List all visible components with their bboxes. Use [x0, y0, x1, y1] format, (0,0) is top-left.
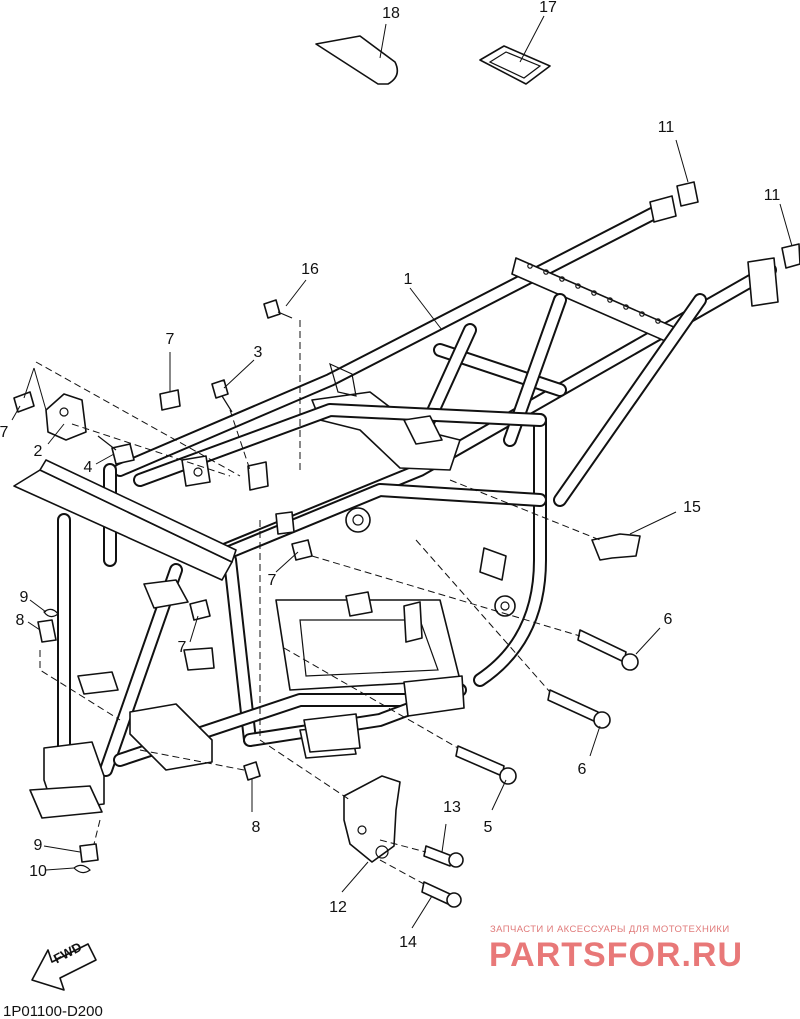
crossmember-holes [527, 263, 661, 324]
part-9-clip-top [43, 608, 59, 618]
phantom-lines [35, 320, 601, 885]
callout-11b: 11 [763, 187, 781, 204]
callout-15: 15 [683, 499, 701, 516]
callout-10: 8 [251, 819, 261, 836]
part-4-bolt [111, 443, 135, 465]
part-11-cap-left [676, 181, 699, 207]
callout-7d: 7 [177, 639, 187, 656]
part-6-bolt-b [547, 689, 599, 723]
callout-7a: 7 [165, 331, 175, 348]
part-6-bolt-a [577, 629, 627, 663]
part-17-emblem [479, 45, 551, 85]
callout-13: 13 [443, 799, 461, 816]
part-15-bracket [591, 533, 641, 561]
watermark-tagline: ЗАПЧАСТИ И АКСЕССУАРЫ ДЛЯ МОТОТЕХНИКИ [490, 924, 730, 935]
callout-14: 14 [399, 934, 417, 951]
part-16-bolt [263, 299, 281, 319]
callout-11a: 11 [657, 119, 675, 136]
callout-1: 1 [403, 271, 413, 288]
part-8-rubber-top [37, 619, 57, 643]
part-9-clip-bottom [73, 864, 91, 874]
part-1-frame [13, 195, 779, 819]
callout-5: 5 [483, 819, 493, 836]
part-7-collar-c [189, 599, 211, 621]
callout-18: 18 [382, 5, 400, 22]
callout-7c: 7 [267, 572, 277, 589]
part-2-bracket [45, 393, 87, 441]
callout-7b: 7 [0, 424, 9, 441]
callout-9b: 10 [29, 863, 47, 880]
callout-2: 2 [33, 443, 43, 460]
part-7-collar-a [159, 389, 181, 411]
callout-9a: 9 [19, 589, 29, 606]
part-7-collar-left [13, 391, 35, 413]
callout-3: 3 [253, 344, 263, 361]
callout-12: 12 [329, 899, 347, 916]
callout-6b: 6 [577, 761, 587, 778]
callout-8a: 8 [15, 612, 25, 629]
part-10-bolt [243, 761, 261, 781]
part-3-bolt [211, 379, 229, 399]
part-12-bracket [343, 775, 401, 863]
callout-4: 4 [83, 459, 93, 476]
part-5-bolt [455, 745, 505, 777]
part-13-bolt [423, 845, 453, 867]
callout-16: 16 [301, 261, 319, 278]
callout-6a: 6 [663, 611, 673, 628]
part-14-bolt [421, 881, 451, 905]
part-8-rubber-bottom [79, 843, 99, 863]
callout-17: 17 [539, 0, 557, 16]
part-7-collar-b [291, 539, 313, 561]
callout-8b: 9 [33, 837, 43, 854]
fwd-arrow-icon [31, 943, 97, 991]
part-11-cap-right [781, 243, 800, 269]
watermark-logo: PARTSFOR.RU [489, 936, 744, 974]
leader-lines [11, 15, 793, 929]
part-18-plate [315, 35, 399, 85]
diagram-code: 1P01100-D200 [3, 1003, 103, 1019]
